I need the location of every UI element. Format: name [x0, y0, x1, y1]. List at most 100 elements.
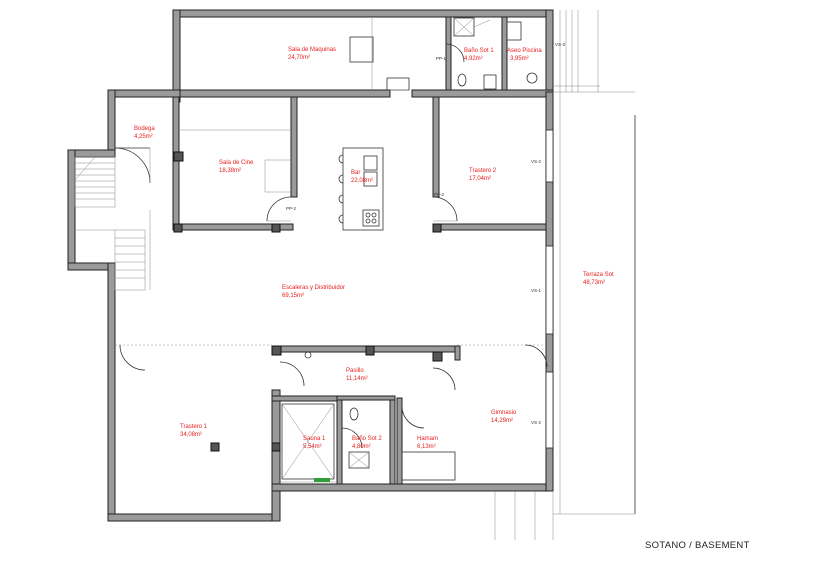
sauna-bench — [281, 403, 335, 480]
bar-counter — [342, 147, 384, 231]
room-area-pasillo: 11,14m² — [346, 376, 368, 382]
wall-gym-stub — [454, 345, 461, 361]
bodega-door-swing — [114, 147, 151, 184]
room-area-bodega: 4,25m² — [134, 134, 153, 140]
stairs — [74, 147, 151, 291]
column — [432, 351, 443, 362]
door-swing-gimnasio — [524, 344, 548, 368]
sink-bano1 — [483, 74, 497, 90]
toilet-bano1 — [457, 73, 467, 87]
facade-windows — [545, 129, 554, 449]
room-name-sala-maquinas: Sala de Maquinas — [288, 47, 336, 53]
room-name-gimnasio: Gimnasio — [491, 410, 517, 416]
room-name-trastero-2: Trastero 2 — [469, 168, 497, 174]
wall-left-b — [107, 262, 116, 522]
bar-sink-b — [363, 171, 378, 187]
room-area-trastero-2: 17,04m² — [469, 176, 491, 182]
wall-sauna-top — [271, 395, 343, 402]
tag-vs1: VS-1 — [531, 288, 542, 293]
column — [271, 223, 281, 233]
column — [210, 442, 220, 452]
column — [173, 151, 184, 162]
door-swing-pasillo — [279, 361, 305, 387]
wall-left-a — [107, 89, 116, 151]
wall-trastero2-bottom — [432, 223, 547, 231]
door-swing-trastero1 — [119, 344, 146, 371]
window-gimnasio — [545, 371, 554, 449]
room-area-bar: 22,08m² — [351, 178, 373, 184]
column — [271, 345, 282, 356]
room-name-terraza: Terraza Sot — [583, 272, 614, 278]
room-name-bano-sot-1: Baño Sot 1 — [464, 48, 494, 54]
wall-top-right — [545, 9, 554, 93]
hamam-bench — [401, 451, 456, 481]
room-name-aseo-piscina: Aseo Piscina — [507, 48, 542, 54]
wall-bano2-right — [389, 395, 396, 485]
door-swing-bano1 — [445, 43, 465, 63]
machine-room-door-frame — [386, 77, 410, 91]
tag-pp1: PP-1 — [436, 56, 447, 61]
room-area-bano-sot-2: 4,80m² — [352, 444, 371, 450]
room-area-escaleras: 69,15m² — [282, 293, 304, 299]
wall-bottom — [271, 483, 554, 492]
shower-bano2 — [348, 451, 370, 469]
terrace — [494, 10, 636, 540]
room-area-sauna: 5,54m² — [303, 444, 322, 450]
room-area-sala-maquinas: 24,70m² — [288, 55, 310, 61]
cine-details — [180, 129, 292, 222]
wall-pasillo-top — [271, 345, 458, 353]
stair-lower-flight — [75, 229, 146, 291]
tag-vs2-upper: VS-2 — [531, 159, 542, 164]
top-bathroom-fixtures — [445, 17, 538, 90]
toilet-aseo — [506, 21, 522, 41]
tag-vs3: VS-3 — [555, 42, 566, 47]
bar-cooktop — [362, 209, 380, 227]
bar-island — [338, 147, 384, 231]
tag-pp2-cine: PP-2 — [286, 206, 297, 211]
wall-aseo-left — [501, 16, 508, 91]
room-name-sala-cine: Sala de Cine — [219, 160, 254, 166]
door-swing-gym-inner — [432, 367, 456, 391]
wall-stair-left — [67, 149, 76, 271]
toilet-bano2 — [349, 407, 359, 421]
column — [432, 223, 442, 233]
wall-bano1-left — [445, 16, 452, 91]
wall-left-upper-top — [107, 89, 181, 98]
door-swing-cine — [266, 196, 292, 222]
room-area-terraza: 48,73m² — [583, 280, 605, 286]
interior-walls — [172, 16, 547, 485]
room-area-trastero-1: 34,08m² — [180, 432, 202, 438]
room-area-hamam: 6,13m² — [417, 444, 436, 450]
wall-sauna-right — [336, 395, 343, 485]
room-name-bodega: Bodega — [134, 126, 155, 132]
wall-bottom-step — [271, 389, 281, 522]
wall-bottom-left — [107, 513, 281, 522]
wall-mid-top-a — [179, 89, 391, 98]
room-name-sauna: Sauna 1 — [303, 436, 326, 442]
room-area-bano-sot-1: 4,92m² — [464, 56, 483, 62]
machine-unit — [349, 36, 374, 63]
room-area-aseo-piscina: 3,95m² — [510, 56, 529, 62]
room-area-gimnasio: 14,29m² — [491, 418, 513, 424]
sauna-heater — [314, 478, 330, 482]
room-name-pasillo: Pasillo — [346, 368, 364, 374]
wall-hamam-left — [396, 397, 403, 485]
opening-tags: VS-3 PP-1 PP-2 PP-2 VS-2 VS-1 VS-2 — [286, 42, 566, 425]
column — [271, 442, 281, 452]
wall-mid-top-b — [411, 89, 554, 98]
room-name-escaleras: Escaleras y Distribuidor — [282, 285, 345, 291]
machine-room-fixtures — [349, 17, 410, 91]
room-name-hamam: Hamam — [417, 436, 438, 442]
columns — [173, 151, 443, 452]
window-trastero2 — [545, 129, 554, 183]
tag-pp2-trastero: PP-2 — [434, 192, 445, 197]
wall-top — [172, 9, 554, 18]
wall-cine-left — [172, 96, 180, 231]
wall-cine-right — [290, 96, 298, 198]
column — [365, 345, 375, 356]
room-area-sala-cine: 18,38m² — [219, 168, 241, 174]
tag-vs2-lower: VS-2 — [531, 420, 542, 425]
wall-bano2-top — [336, 395, 396, 401]
door-swing-trastero2 — [432, 196, 458, 222]
